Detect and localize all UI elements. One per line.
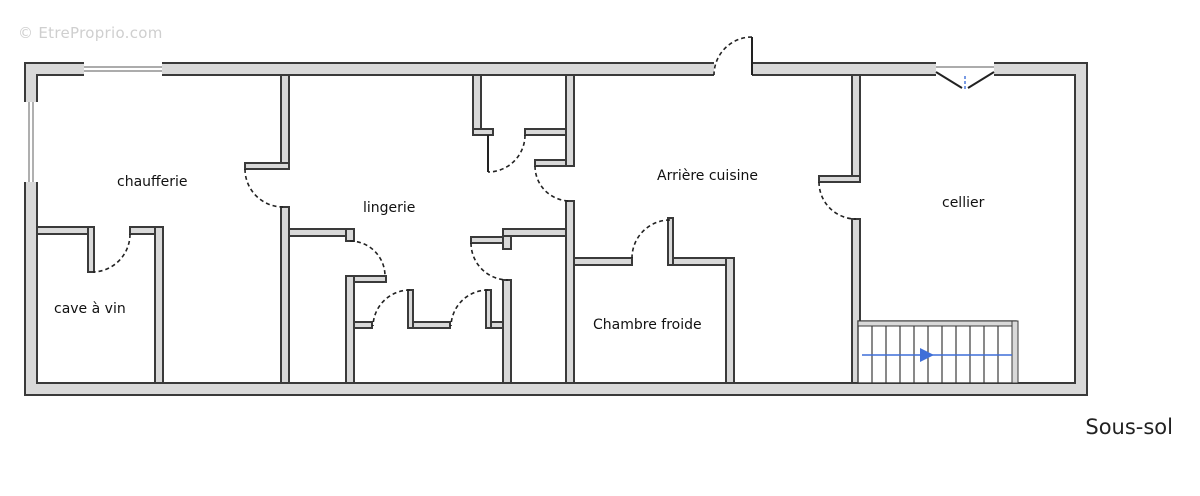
room-label-arriere-cuisine: Arrière cuisine bbox=[657, 168, 758, 184]
window-opening-top-right bbox=[936, 62, 994, 76]
door-cellier bbox=[818, 181, 857, 220]
window-top-left bbox=[84, 66, 162, 72]
window-opening-left bbox=[24, 102, 38, 182]
staircase bbox=[857, 320, 1019, 384]
room-label-cellier: cellier bbox=[942, 195, 985, 211]
level-label: Sous-sol bbox=[1085, 415, 1173, 439]
room-label-chambre-froide: Chambre froide bbox=[593, 317, 702, 333]
room-label-lingerie: lingerie bbox=[363, 200, 415, 216]
door-lingerie-left-closet bbox=[349, 240, 386, 277]
door-closet-top bbox=[487, 134, 526, 173]
door-opening-top bbox=[714, 62, 752, 76]
door-cave bbox=[92, 233, 131, 273]
door-wc-left bbox=[372, 289, 411, 327]
door-chaufferie-lingerie bbox=[244, 168, 284, 208]
door-wc-right bbox=[450, 289, 489, 327]
stair-arrow-icon bbox=[920, 348, 934, 362]
door-lingerie-right-closet bbox=[470, 242, 509, 281]
window-left bbox=[28, 102, 34, 182]
room-label-chaufferie: chaufferie bbox=[117, 174, 188, 190]
door-chambre-froide bbox=[631, 219, 671, 259]
watermark: © EtreProprio.com bbox=[18, 24, 163, 42]
interior-walls bbox=[36, 74, 861, 384]
door-top-exterior bbox=[713, 36, 753, 76]
window-opening-top-left bbox=[84, 62, 162, 76]
door-lingerie-arriere bbox=[534, 165, 571, 202]
window-top-right bbox=[935, 66, 995, 90]
room-label-cave-a-vin: cave à vin bbox=[54, 301, 126, 317]
